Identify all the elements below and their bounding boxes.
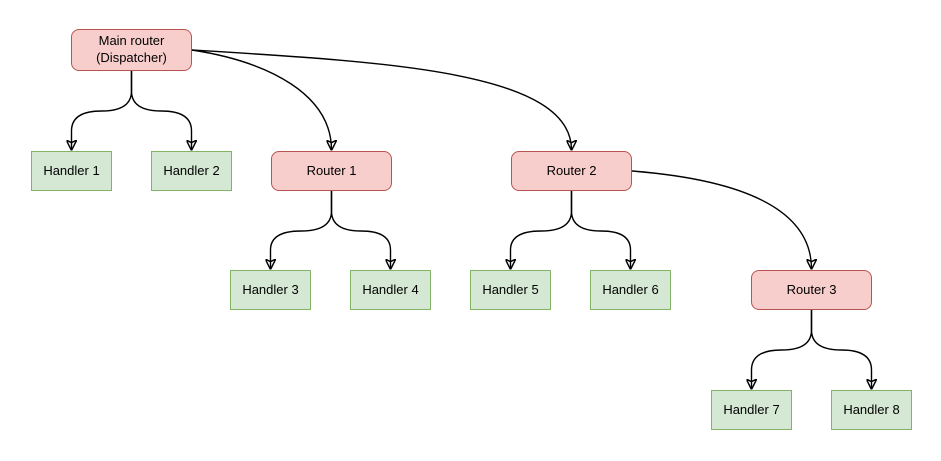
node-handler-8: Handler 8 [831, 390, 912, 430]
edge-router-1-to-handler-3 [271, 191, 333, 269]
node-handler-8-label: Handler 8 [843, 401, 900, 417]
edge-router-1-to-handler-4 [330, 191, 391, 269]
edge-router-2-to-handler-5 [511, 191, 573, 269]
node-handler-5: Handler 5 [470, 270, 551, 310]
node-main-router-label: Main router (Dispatcher) [96, 33, 167, 65]
node-router-3: Router 3 [751, 270, 872, 310]
node-router-2: Router 2 [511, 151, 632, 191]
node-router-1-label: Router 1 [306, 162, 357, 178]
node-handler-4-label: Handler 4 [362, 281, 419, 297]
node-main-router: Main router (Dispatcher) [71, 29, 192, 71]
node-handler-1-label: Handler 1 [43, 162, 100, 178]
node-handler-2: Handler 2 [151, 151, 232, 191]
edge-router-3-to-handler-8 [810, 310, 872, 389]
node-handler-3-label: Handler 3 [242, 281, 299, 297]
edge-main-router-to-handler-1 [72, 71, 133, 150]
node-router-2-label: Router 2 [546, 162, 597, 178]
edge-main-router-to-router-2 [191, 49, 572, 150]
node-handler-2-label: Handler 2 [163, 162, 220, 178]
edge-main-router-to-router-1 [191, 49, 332, 150]
node-handler-1: Handler 1 [31, 151, 112, 191]
node-handler-7: Handler 7 [711, 390, 792, 430]
edge-router-2-to-handler-6 [570, 191, 631, 269]
node-handler-3: Handler 3 [230, 270, 311, 310]
node-handler-6: Handler 6 [590, 270, 671, 310]
edge-router-2-to-router-3 [631, 170, 812, 269]
edge-main-router-to-handler-2 [130, 71, 192, 150]
edge-router-3-to-handler-7 [752, 310, 813, 389]
node-handler-6-label: Handler 6 [602, 281, 659, 297]
node-handler-5-label: Handler 5 [482, 281, 539, 297]
node-handler-4: Handler 4 [350, 270, 431, 310]
node-router-1: Router 1 [271, 151, 392, 191]
node-handler-7-label: Handler 7 [723, 401, 780, 417]
node-router-3-label: Router 3 [786, 281, 837, 297]
